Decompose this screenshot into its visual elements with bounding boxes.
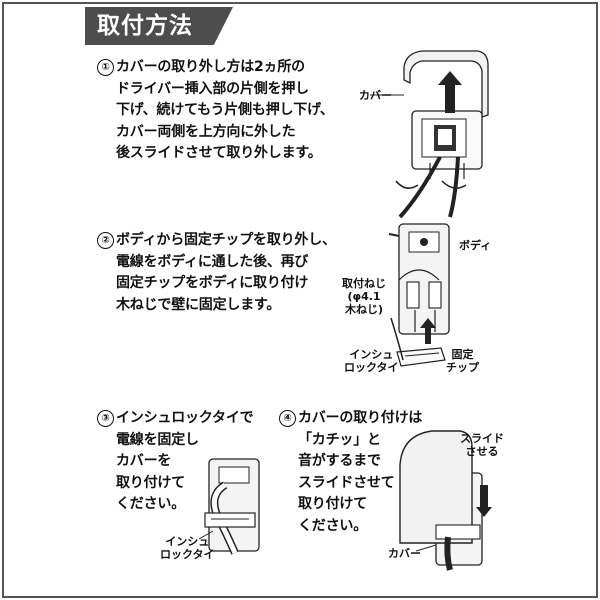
step-1-number: ① — [97, 59, 114, 76]
step-4-line-2: 「カチッ」と — [298, 431, 381, 448]
step-4-line-3: 音がするまで — [298, 453, 381, 469]
fixing-chip-label: 固定 チップ — [446, 348, 479, 374]
step-1-line-5: 後スライドさせて取り外します。 — [116, 145, 322, 161]
step-1-line-3: 下げ、続けてもう片側も押し下げ、 — [116, 102, 334, 118]
cover-attach-illustration — [399, 430, 492, 571]
screw-label: 取付ねじ (φ4.1 木ねじ) — [342, 277, 386, 316]
insulock-label-3: インシュ ロックタイ — [160, 535, 215, 561]
insulock-label-2: インシュ ロックタイ — [344, 348, 399, 374]
body-fixing-illustration — [388, 223, 450, 367]
step-1-line-4: カバー両側を上方向に外した — [116, 123, 296, 140]
step-3-line-4: 取り付けて — [116, 474, 185, 491]
step-3-line-3: カバーを — [116, 453, 172, 469]
step-2-line-3: 固定チップをボディに取り付け — [116, 275, 309, 291]
step-3-number: ③ — [97, 410, 114, 427]
title-banner — [85, 7, 233, 45]
step-3-line-2: 電線を固定し — [116, 431, 199, 448]
step-4-line-4: スライドさせて — [298, 474, 395, 491]
cover-removal-illustration — [370, 50, 489, 219]
slide-label: スライド させる — [460, 432, 504, 458]
cover-label-1: カバー — [359, 89, 392, 102]
step-2-line-2: 電線をボディに通した後、再び — [116, 253, 309, 270]
step-1-line-2: ドライバー挿入部の片側を押し — [116, 80, 309, 97]
insulock-tie-illustration — [198, 458, 260, 555]
step-4-line-5: 取り付けて — [298, 496, 367, 512]
step-2-line-4: 木ねじで壁に固定します。 — [116, 296, 281, 313]
body-label: ボディ — [459, 239, 492, 252]
step-3-line-5: ください。 — [116, 496, 185, 512]
cover-label-4: カバー — [388, 547, 421, 560]
page-title: 取付方法 — [97, 13, 193, 39]
step-4-line-6: ください。 — [298, 517, 367, 534]
step-2-number: ② — [97, 232, 114, 249]
step-4-number: ④ — [279, 410, 296, 427]
